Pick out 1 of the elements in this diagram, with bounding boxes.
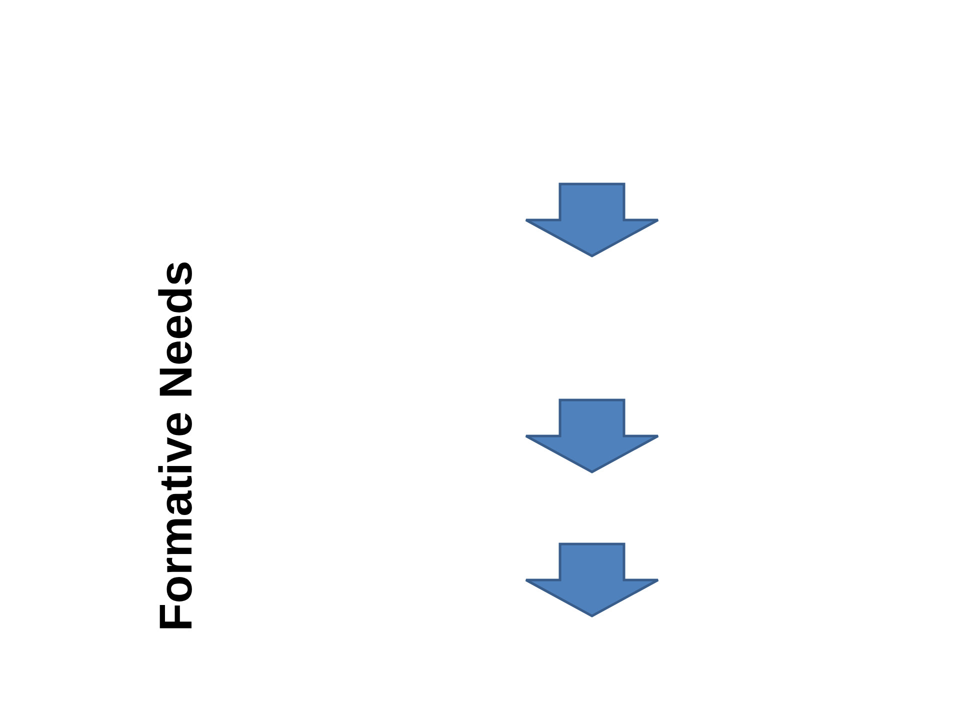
vertical-label: Formative Needs: [148, 260, 202, 632]
